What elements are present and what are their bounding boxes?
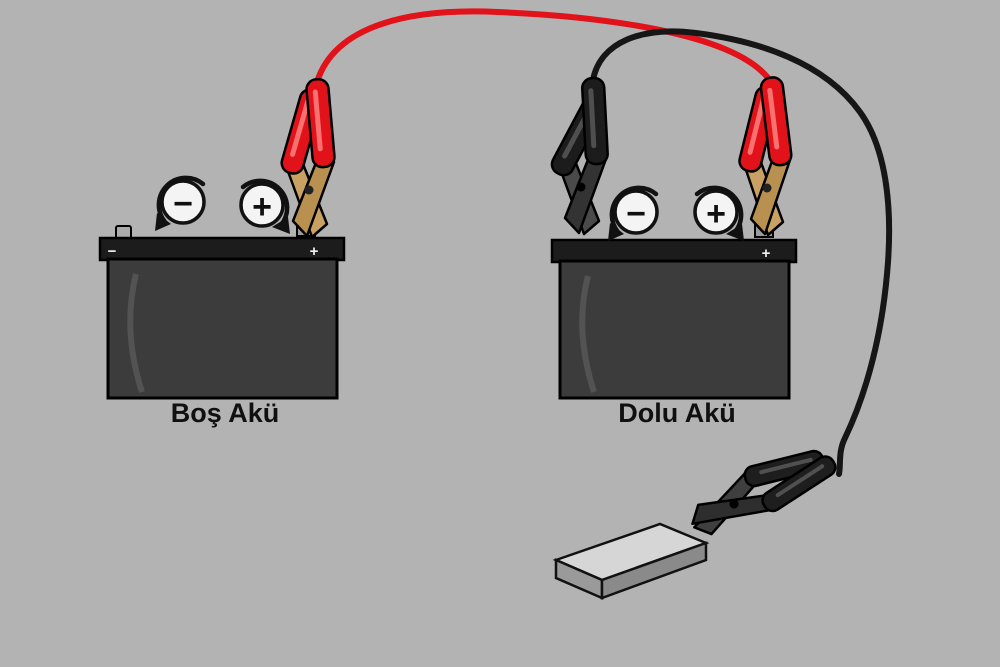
minus-circle-icon [160, 179, 206, 225]
ccw-rotation-arrowhead-icon [608, 223, 624, 241]
clamp-handle [580, 76, 609, 166]
minus-sign: − [173, 185, 193, 223]
ccw-rotation-arrow-icon [609, 185, 659, 235]
right-battery-plus-mark: + [762, 245, 771, 262]
left-battery-plus-mark: + [310, 243, 319, 260]
metal-bar-right-face [600, 541, 708, 600]
black-clamp-ground [691, 449, 837, 536]
plus-sign: + [706, 195, 726, 233]
black-negative-jumper-cable [590, 28, 893, 477]
clamp-handle [759, 76, 793, 167]
left-battery-top-strip [98, 236, 346, 262]
plus-sign: + [252, 188, 272, 226]
clamp-handle [761, 455, 837, 513]
right-battery-top-strip [550, 238, 798, 264]
cw-rotation-arrowhead-icon [726, 224, 744, 241]
ground-metal-bar [552, 522, 710, 600]
minus-sign: − [626, 195, 646, 233]
right-battery-body [558, 259, 791, 400]
cw-rotation-arrow-icon [240, 178, 290, 228]
clamp-pivot [576, 182, 586, 192]
red-positive-jumper-cable [314, 8, 774, 85]
clamp-pivot [762, 183, 772, 193]
left-minus-terminal-symbol: − [155, 175, 206, 231]
right-battery: + − + Dolu Akü [550, 185, 798, 428]
cw-rotation-arrowhead-icon [272, 217, 290, 234]
plus-circle-icon [693, 189, 739, 235]
right-battery-label: Dolu Akü [618, 398, 736, 428]
clamp-handle [305, 77, 336, 169]
left-battery: − + − + Boş Akü [98, 175, 346, 428]
ccw-rotation-arrowhead-icon [155, 213, 171, 231]
left-battery-minus-mark: − [108, 243, 117, 260]
clamp-pivot [304, 185, 314, 195]
right-battery-highlight [579, 275, 597, 393]
red-clamp-left-positive [280, 77, 336, 239]
clamp-pivot [729, 499, 739, 509]
right-minus-terminal-symbol: − [608, 185, 659, 241]
ccw-rotation-arrow-icon [156, 175, 206, 225]
cw-rotation-arrow-icon [694, 185, 744, 235]
right-plus-terminal-symbol: + [693, 185, 744, 241]
red-clamp-right-positive [738, 76, 793, 238]
plus-circle-icon [239, 182, 285, 228]
left-battery-body [106, 257, 339, 400]
black-clamp-right-negative [550, 76, 609, 236]
left-plus-terminal-symbol: + [239, 178, 290, 234]
left-battery-highlight [127, 273, 145, 393]
left-battery-label: Boş Akü [171, 398, 280, 428]
minus-circle-icon [613, 189, 659, 235]
